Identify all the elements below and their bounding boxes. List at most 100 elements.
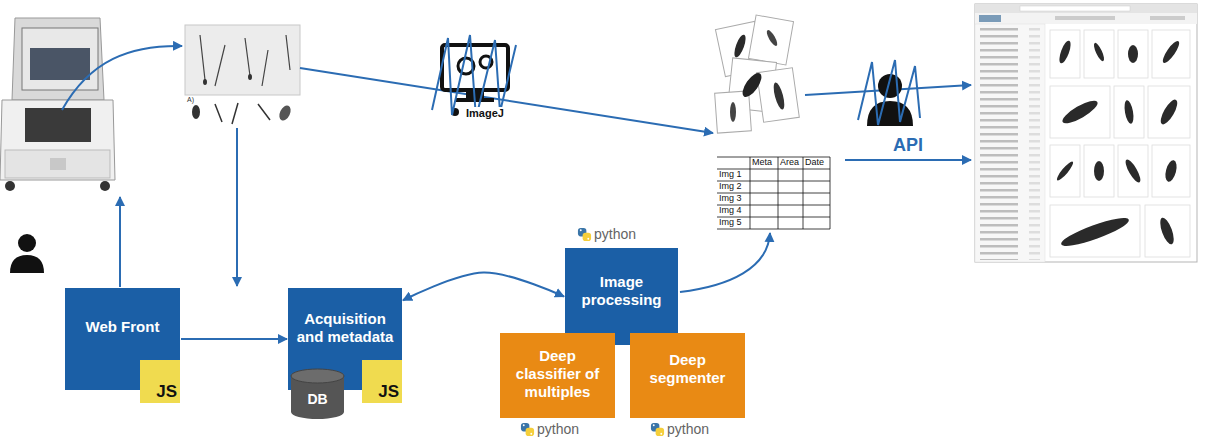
scanned-image <box>185 25 300 124</box>
scanned-image-part <box>192 105 200 119</box>
node-text: Deep segmenter <box>638 351 737 387</box>
web-app-screenshot-part-part <box>1158 216 1177 246</box>
web-app-screenshot-part <box>1055 39 1182 251</box>
web-app-screenshot-part-part <box>1152 30 1190 78</box>
vignette-pile-part <box>715 91 752 133</box>
web-app-screenshot-part-part <box>1163 159 1178 183</box>
person-icon-part <box>10 255 44 273</box>
web-app-screenshot-part-part <box>1152 145 1190 197</box>
web-app-screenshot-part-part <box>1055 160 1075 182</box>
cylinder-top <box>291 369 344 383</box>
scanned-image-part <box>203 79 207 85</box>
person-icon-part <box>867 101 913 126</box>
web-app-screenshot-part-part <box>1050 145 1080 197</box>
web-app-screenshot-part-part <box>1148 86 1190 138</box>
python-wordmark: python <box>537 421 579 438</box>
web-app-screenshot-part-part <box>1057 39 1073 64</box>
scanned-image-part <box>185 25 300 95</box>
vignette-pile-part <box>748 15 793 65</box>
metadata-table <box>717 157 830 229</box>
web-app-screenshot-part <box>975 26 1045 260</box>
scanner-device-part <box>30 48 90 80</box>
connector-arrow <box>403 272 564 300</box>
web-app-screenshot-part-part <box>1094 161 1104 181</box>
table-cell: Img 1 <box>719 169 742 180</box>
vignette-pile-part <box>757 68 800 123</box>
metadata-table-part <box>717 157 830 229</box>
scanner-device-part <box>5 181 15 191</box>
cross-out-scribble <box>858 60 920 125</box>
scanned-image-part <box>200 35 290 86</box>
vignette-pile-part <box>732 33 748 58</box>
web-app-screenshot <box>975 4 1197 262</box>
web-app-screenshot-part-part <box>1050 205 1140 257</box>
person-icon <box>10 234 44 273</box>
api-arrow <box>845 159 971 161</box>
table-header: Meta <box>752 157 772 168</box>
person-icon-part <box>18 234 36 252</box>
software-name: ImageJ <box>464 107 506 120</box>
web-app-screenshot-part-part <box>1059 213 1131 251</box>
js-badge: JS <box>140 360 180 403</box>
node-text: JS <box>378 382 399 402</box>
web-app-screenshot-part-part <box>1123 99 1135 124</box>
scanner-device-part <box>5 150 110 178</box>
python-logo <box>578 228 591 241</box>
scanned-image-part <box>248 74 252 80</box>
scanner-device-part <box>0 100 115 180</box>
web-app-screenshot-part <box>975 4 1197 13</box>
web-app-screenshot-part <box>1150 16 1185 20</box>
process-box: Acquisition and metadataDBJS <box>288 288 402 390</box>
process-box: Web FrontJS <box>65 288 180 390</box>
vignette-pile-part <box>730 102 736 122</box>
database-cylinder: DB <box>290 368 345 420</box>
node-text: Image processing <box>573 273 670 309</box>
flow-arrow <box>119 197 121 287</box>
process-box: Image processing <box>565 248 678 345</box>
vignette-pile <box>715 15 800 133</box>
scanner-device-part <box>25 108 91 142</box>
table-cell: Img 5 <box>719 217 742 228</box>
node-text: Acquisition and metadata <box>296 310 394 346</box>
python-logo <box>651 423 664 436</box>
table-header: Area <box>780 157 799 168</box>
flow-arrow <box>62 46 182 110</box>
web-app-screenshot-part-part <box>1050 30 1080 78</box>
web-app-screenshot-part <box>1055 16 1115 20</box>
web-app-screenshot-part <box>1050 30 1190 257</box>
vignette-pile-part <box>739 70 765 100</box>
flow-arrow <box>236 128 238 286</box>
scanner-device-part <box>50 158 66 170</box>
model-box: Deep classifier of multiples <box>500 333 615 418</box>
connector-arrow <box>181 338 287 340</box>
node-text: Deep classifier of multiples <box>508 347 607 401</box>
scanner-device <box>0 18 115 191</box>
web-app-screenshot-part-part <box>1118 145 1148 197</box>
web-app-screenshot-part <box>975 13 1197 24</box>
web-app-screenshot-part <box>975 24 1045 262</box>
web-app-screenshot-part <box>1020 6 1130 11</box>
api-label: API <box>893 134 923 156</box>
node-text: Web Front <box>86 318 160 336</box>
web-app-screenshot-part-part <box>1114 86 1144 138</box>
metadata-table-part <box>750 157 830 229</box>
web-app-screenshot-part-part <box>1084 145 1114 197</box>
vignette-pile-part <box>772 81 787 110</box>
cross-out-scribble <box>432 35 516 118</box>
table-cell: Img 4 <box>719 205 742 216</box>
table-cell: Img 2 <box>719 181 742 192</box>
web-app-screenshot-part-part <box>1092 42 1106 63</box>
scanned-image-part <box>215 103 270 124</box>
node-text: DB <box>307 391 327 408</box>
scanner-device-part <box>100 181 110 191</box>
table-header: Date <box>805 157 824 168</box>
flow-arrow <box>680 233 770 292</box>
web-app-screenshot-part-part <box>1060 97 1101 127</box>
python-logo <box>521 423 534 436</box>
js-badge: JS <box>362 360 402 403</box>
web-app-screenshot-part-part <box>1145 205 1190 257</box>
web-app-screenshot-part-part <box>1050 86 1110 138</box>
web-app-screenshot-part <box>979 15 1001 22</box>
